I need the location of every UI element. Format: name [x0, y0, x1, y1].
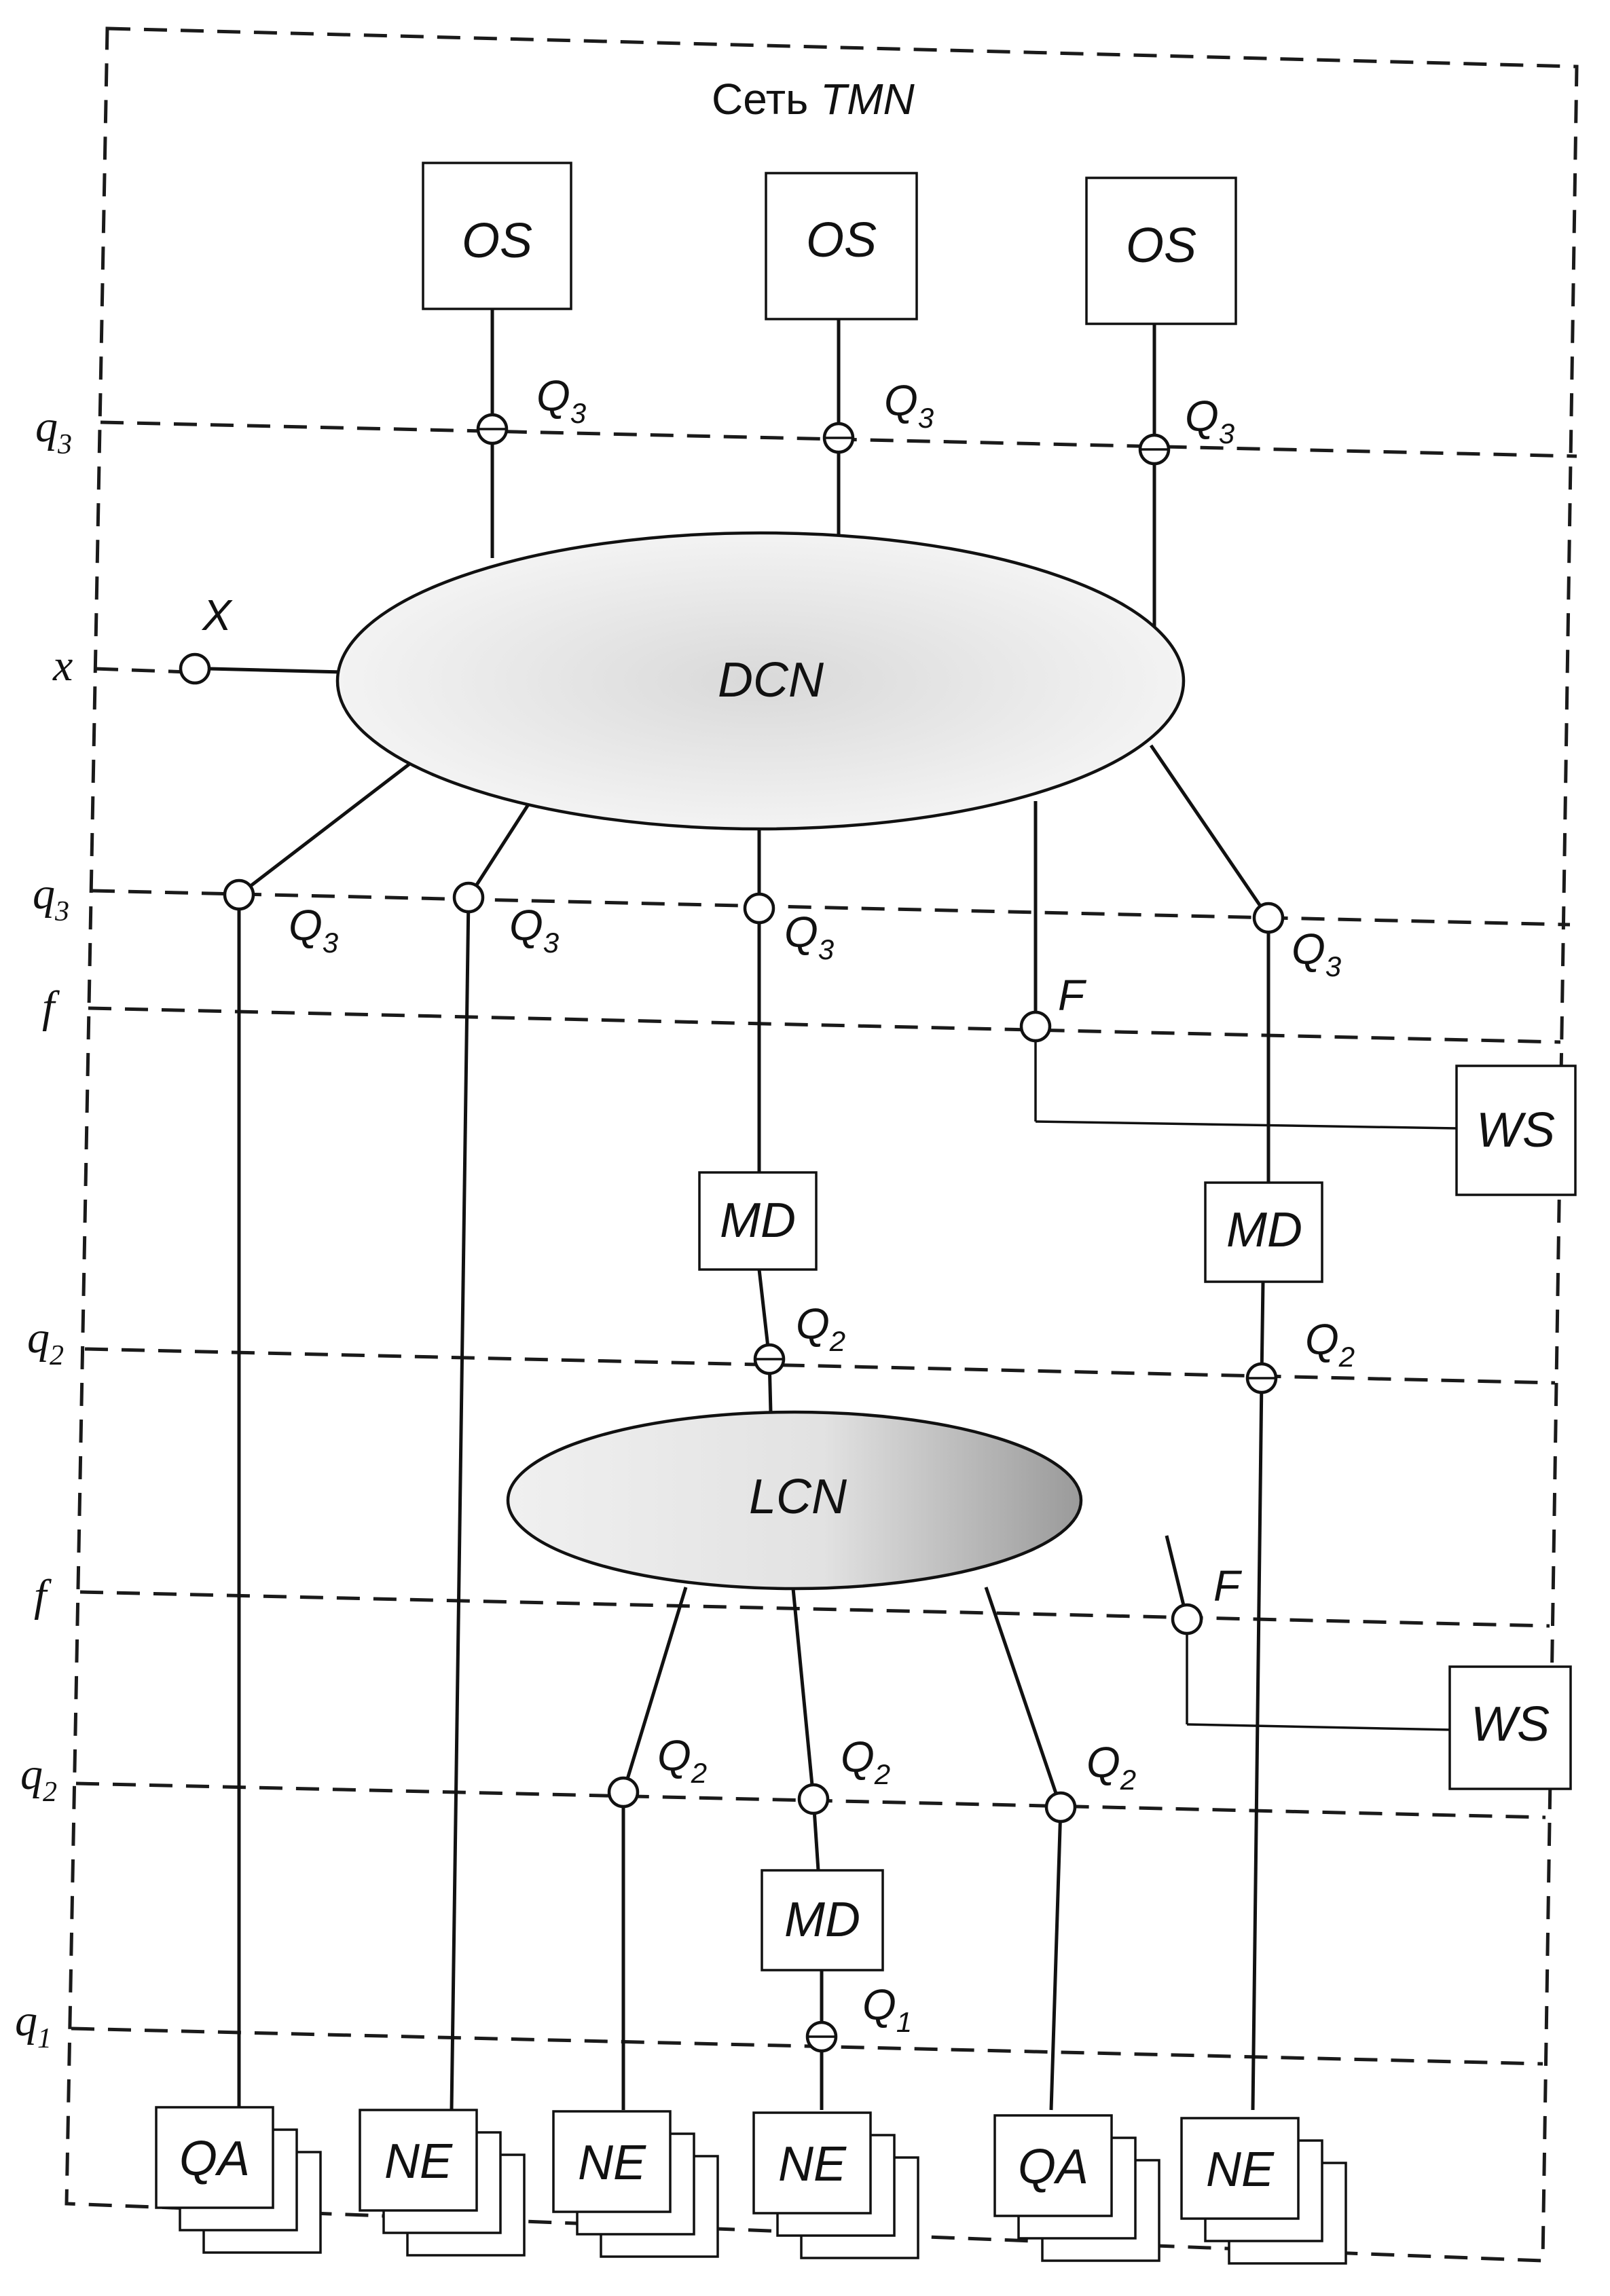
label-f-upper: F: [1058, 971, 1087, 1020]
svg-text:NE: NE: [778, 2137, 847, 2191]
dcn-label: DCN: [718, 653, 824, 707]
connection-lines: [208, 309, 1457, 2111]
port-q2-lower-3: [1044, 1791, 1077, 1823]
md-box-1: MD: [698, 1171, 818, 1271]
lcn-cloud: LCN: [506, 1410, 1083, 1591]
label-q2-upper-1: Q2: [796, 1299, 845, 1357]
svg-text:OS: OS: [462, 214, 532, 268]
port-x: [179, 652, 211, 685]
label-f-lower: F: [1213, 1561, 1243, 1610]
stack-ne-4: NE: [1180, 2117, 1347, 2265]
port-f-lower: [1171, 1603, 1203, 1635]
label-q2-lower-3: Q2: [1086, 1738, 1136, 1796]
svg-text:NE: NE: [578, 2136, 646, 2190]
os-box-3: OS: [1085, 177, 1237, 325]
label-q3-top-1: Q3: [536, 371, 586, 429]
ref-q1: q1: [15, 1996, 52, 2054]
port-q2-lower-1: [607, 1776, 640, 1809]
os-box-1: OS: [422, 162, 572, 310]
svg-text:WS: WS: [1476, 1103, 1555, 1158]
stack-ne-3: NE: [752, 2111, 919, 2259]
dcn-cloud: DCN: [335, 531, 1186, 831]
ws-box-2: WS: [1448, 1665, 1572, 1790]
label-q2-lower-2: Q2: [841, 1733, 890, 1790]
label-q2-upper-2: Q2: [1305, 1315, 1355, 1373]
svg-text:NE: NE: [384, 2134, 453, 2189]
port-labels: Q3 Q3 Q3 X Q3 Q3 Q3 Q3 F Q2 Q2 F Q2 Q2 Q…: [201, 371, 1355, 2038]
label-q3-lower-1: Q3: [289, 901, 338, 959]
lcn-label: LCN: [749, 1470, 847, 1524]
port-q3-lower-3: [743, 892, 775, 925]
ref-x: x: [52, 641, 73, 690]
reference-lines: [71, 420, 1577, 2066]
svg-text:OS: OS: [806, 213, 877, 267]
stack-ne-2: NE: [552, 2110, 719, 2258]
svg-text:MD: MD: [720, 1193, 796, 1248]
md-box-3: MD: [761, 1869, 884, 1971]
svg-text:WS: WS: [1471, 1697, 1550, 1752]
ports: [179, 413, 1285, 2053]
svg-text:QA: QA: [1018, 2140, 1088, 2194]
stack-ne-1: NE: [359, 2109, 526, 2257]
stack-qa-2: QA: [993, 2114, 1160, 2262]
label-q3-top-3: Q3: [1185, 392, 1234, 449]
label-q3-lower-2: Q3: [509, 901, 559, 959]
label-q3-top-2: Q3: [884, 376, 934, 434]
reference-labels: q3 x q3 f q2 f q2 q1: [15, 402, 73, 2054]
ws-box-1: WS: [1455, 1064, 1577, 1196]
label-q3-lower-4: Q3: [1292, 925, 1341, 982]
svg-text:QA: QA: [179, 2132, 250, 2186]
md-box-2: MD: [1204, 1181, 1323, 1283]
label-q1: Q1: [862, 1980, 912, 2038]
ref-q2-upper: q2: [27, 1313, 64, 1371]
ref-q3-upper: q3: [35, 402, 72, 460]
port-q3-lower-1: [223, 878, 255, 911]
network-title: Сеть TMN: [712, 75, 915, 124]
port-q3-lower-2: [452, 881, 485, 914]
ref-f-lower: f: [34, 1571, 52, 1621]
os-box-2: OS: [765, 172, 918, 320]
svg-text:MD: MD: [1226, 1203, 1302, 1257]
label-q2-lower-1: Q2: [657, 1731, 707, 1789]
stack-qa-1: QA: [155, 2106, 322, 2254]
svg-text:MD: MD: [784, 1893, 860, 1947]
label-q3-lower-3: Q3: [784, 908, 834, 965]
svg-text:OS: OS: [1126, 219, 1196, 273]
svg-text:NE: NE: [1206, 2143, 1275, 2197]
port-f-upper: [1019, 1010, 1052, 1043]
port-q3-lower-4: [1252, 902, 1285, 934]
ref-f-upper: f: [42, 982, 60, 1032]
tmn-boundary: [65, 26, 1579, 2263]
ref-q3-lower: q3: [33, 869, 69, 927]
port-q2-lower-2: [797, 1783, 830, 1815]
label-x: X: [201, 591, 233, 640]
ref-q2-lower: q2: [20, 1749, 57, 1808]
